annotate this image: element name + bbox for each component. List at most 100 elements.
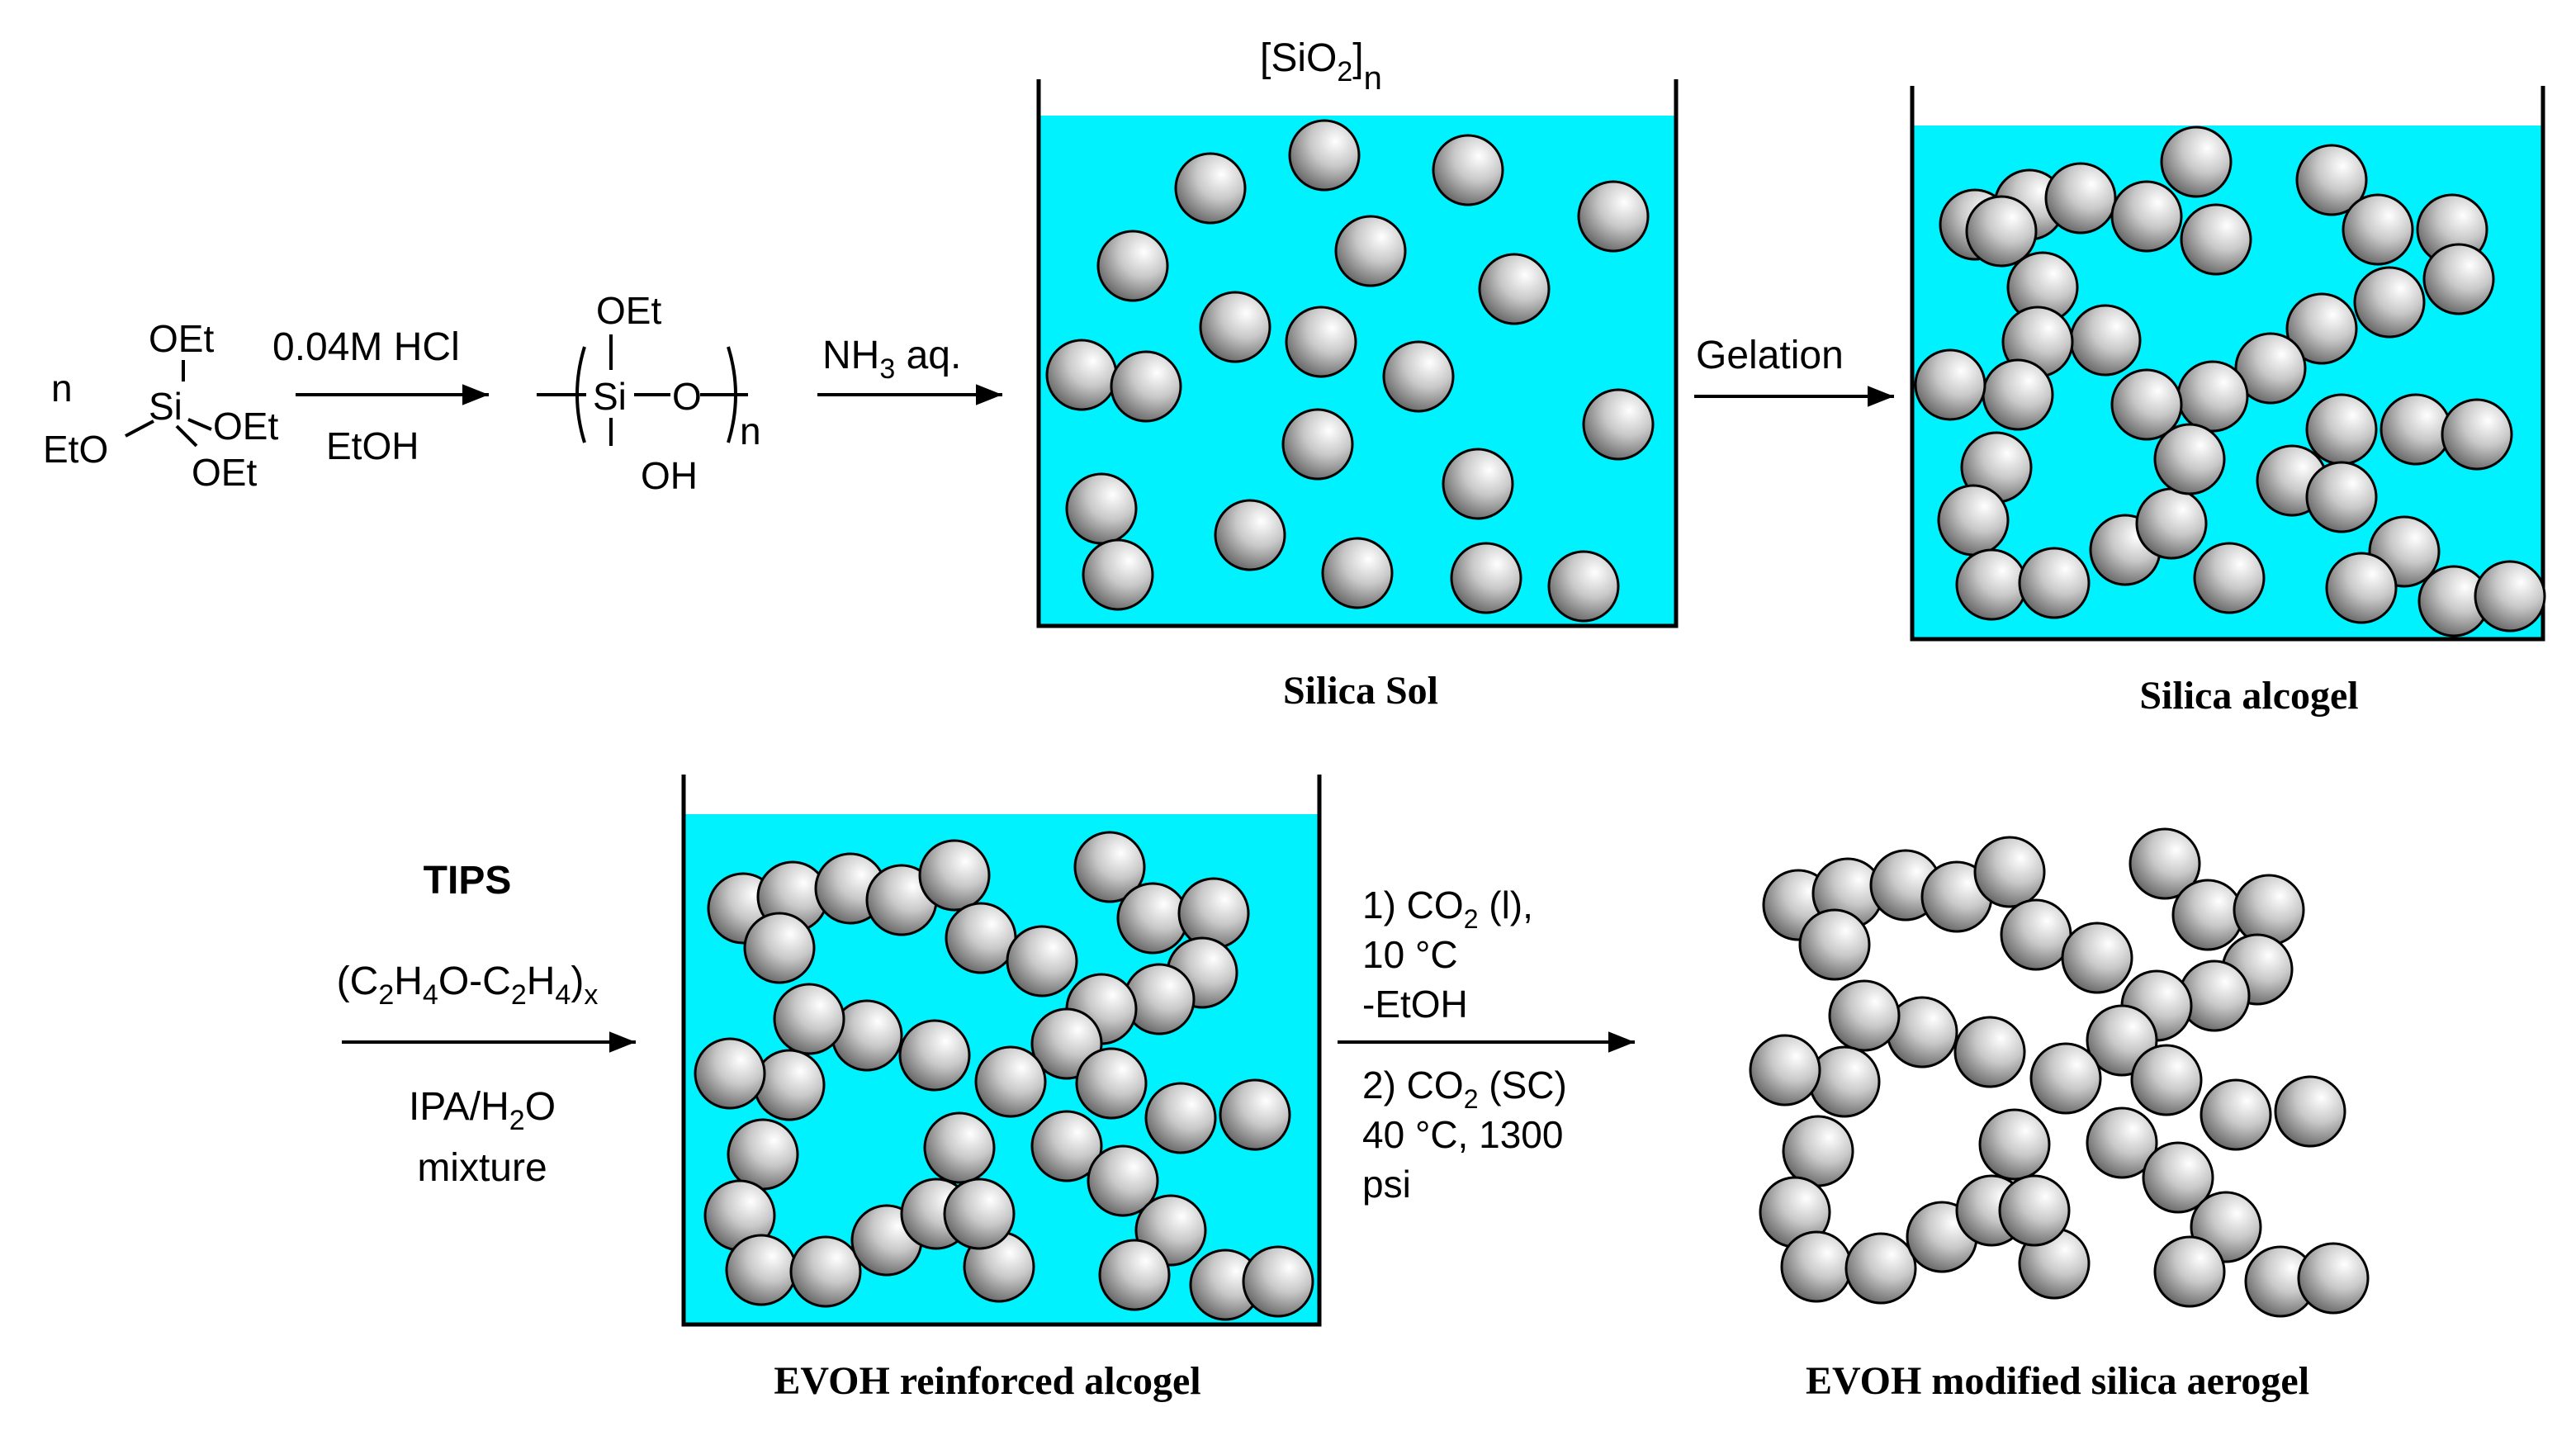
evoh-formula: (C2H4O-C2H4)x bbox=[337, 960, 599, 1011]
sol-particles bbox=[1045, 119, 1655, 623]
silica-particle bbox=[2130, 1044, 2203, 1116]
silica-particle bbox=[2297, 1242, 2370, 1315]
gelation-arrow-group: Gelation bbox=[1694, 334, 1894, 407]
silica-particle bbox=[2234, 332, 2307, 405]
silica-particle bbox=[2274, 1075, 2346, 1148]
silica-particle bbox=[1177, 877, 1250, 950]
silica-particle bbox=[2422, 243, 2495, 315]
caption-silica-sol: Silica Sol bbox=[1283, 669, 1438, 713]
alcogel-container-outline bbox=[1910, 86, 2545, 642]
silica-particle bbox=[694, 1037, 766, 1110]
silica-particle bbox=[1321, 537, 1394, 609]
silica-particle bbox=[1808, 1045, 1881, 1118]
silica-particle bbox=[2180, 203, 2252, 276]
caption-evoh-aerogel: EVOH modified silica aerogel bbox=[1806, 1359, 2309, 1403]
gelation-label: Gelation bbox=[1696, 334, 1844, 377]
silica-particle bbox=[1030, 1110, 1103, 1182]
silica-particle bbox=[1174, 152, 1247, 225]
solvent-line2: mixture bbox=[417, 1146, 547, 1190]
silica-particle bbox=[1288, 119, 1361, 192]
silica-particle bbox=[2441, 398, 2513, 471]
silica-particle bbox=[2061, 922, 2133, 994]
silica-particle bbox=[918, 839, 991, 912]
sol-container-outline bbox=[1036, 79, 1679, 628]
polymer-oh: OH bbox=[641, 454, 698, 497]
silica-particle bbox=[743, 912, 816, 984]
silica-particle bbox=[2044, 162, 2117, 235]
step4-arrow-group: 1) CO2 (l), 10 °C -EtOH 2) CO2 (SC) 40 °… bbox=[1338, 884, 1635, 1206]
step4-line5: 40 °C, 1300 bbox=[1362, 1113, 1563, 1156]
tips-label: TIPS bbox=[424, 859, 512, 903]
step2-reagent: NH3 aq. bbox=[822, 334, 961, 385]
aerogel-particle-network bbox=[1749, 827, 2370, 1318]
silica-particle bbox=[1006, 925, 1078, 997]
teos-oet-right: OEt bbox=[213, 405, 278, 448]
silica-particle bbox=[1577, 180, 1650, 253]
silica-particle bbox=[1937, 484, 2010, 557]
step1-reagent-below: EtOH bbox=[326, 424, 419, 467]
silica-particle bbox=[1065, 472, 1138, 545]
silica-particle bbox=[2342, 193, 2414, 266]
step3-arrow-group: TIPS (C2H4O-C2H4)x IPA/H2O mixture bbox=[337, 859, 636, 1190]
polymer-o: O bbox=[672, 375, 702, 418]
evoh-container-outline bbox=[681, 775, 1322, 1327]
silica-particle bbox=[1973, 836, 2046, 908]
silica-particle bbox=[2110, 368, 2183, 441]
evoh-particle-network bbox=[694, 831, 1314, 1321]
polymer-bracket-left bbox=[575, 346, 586, 443]
silica-particle bbox=[2200, 1078, 2272, 1151]
silica-particle bbox=[2129, 827, 2201, 900]
teos-bond-left bbox=[125, 419, 154, 438]
sio2-n-label: [SiO2]n bbox=[1260, 36, 1382, 97]
silica-particle bbox=[1798, 908, 1871, 981]
silica-particle bbox=[1953, 1016, 2026, 1088]
polymer-oet: OEt bbox=[596, 289, 661, 332]
silica-particle bbox=[1096, 230, 1169, 302]
silica-particle bbox=[1045, 339, 1118, 411]
polymer-bracket-right bbox=[727, 346, 737, 443]
teos-si: Si bbox=[149, 385, 182, 428]
silica-particle bbox=[1199, 291, 1271, 363]
caption-evoh-alcogel: EVOH reinforced alcogel bbox=[774, 1359, 1200, 1403]
silica-particle bbox=[727, 1118, 799, 1191]
silica-particle bbox=[2018, 547, 2091, 619]
teos-bond-right bbox=[187, 418, 212, 431]
silica-particle bbox=[1110, 350, 1182, 423]
polymer-n: n bbox=[740, 410, 761, 453]
silica-particle bbox=[1087, 1144, 1159, 1217]
silica-particle bbox=[1281, 408, 1354, 481]
silica-particle bbox=[2176, 360, 2249, 433]
evoh-aerogel: EVOH modified silica aerogel bbox=[1749, 827, 2370, 1403]
silica-particle bbox=[1082, 538, 1154, 611]
caption-silica-alcogel: Silica alcogel bbox=[2139, 674, 2358, 718]
silica-particle bbox=[1219, 1078, 1291, 1151]
silica-particle bbox=[1978, 1108, 2051, 1181]
silica-particle bbox=[753, 1049, 826, 1121]
silica-particle bbox=[1547, 550, 1620, 623]
silica-particle bbox=[1998, 1174, 2071, 1247]
teos-molecule: n OEt Si OEt EtO OEt bbox=[43, 317, 278, 494]
step2-arrow-group: NH3 aq. bbox=[817, 334, 1002, 405]
silica-particle bbox=[1144, 1082, 1217, 1154]
silica-particle bbox=[1242, 1245, 1314, 1318]
step1-arrow-group: 0.04M HCl EtOH bbox=[272, 325, 489, 467]
silica-particle bbox=[2295, 144, 2368, 216]
step4-line1: 1) CO2 (l), bbox=[1362, 884, 1533, 934]
polysiloxane-polymer: OEt Si O OH n bbox=[537, 289, 761, 497]
evoh-alcogel-beaker: EVOH reinforced alcogel bbox=[681, 775, 1322, 1403]
silica-particle bbox=[789, 1235, 862, 1308]
step1-reagent-above: 0.04M HCl bbox=[272, 325, 460, 369]
silica-particle bbox=[725, 1234, 798, 1306]
n-coefficient: n bbox=[51, 367, 73, 410]
silica-particle bbox=[974, 1045, 1047, 1118]
teos-oet-bottom: OEt bbox=[192, 451, 257, 494]
silica-particle bbox=[2000, 898, 2072, 971]
silica-particle bbox=[1214, 499, 1286, 571]
silica-alcogel-beaker: Silica alcogel bbox=[1910, 86, 2546, 718]
step4-line6: psi bbox=[1362, 1163, 1411, 1206]
silica-particle bbox=[1844, 1232, 1917, 1305]
silica-particle bbox=[1432, 134, 1504, 206]
silica-particle bbox=[1382, 340, 1455, 413]
